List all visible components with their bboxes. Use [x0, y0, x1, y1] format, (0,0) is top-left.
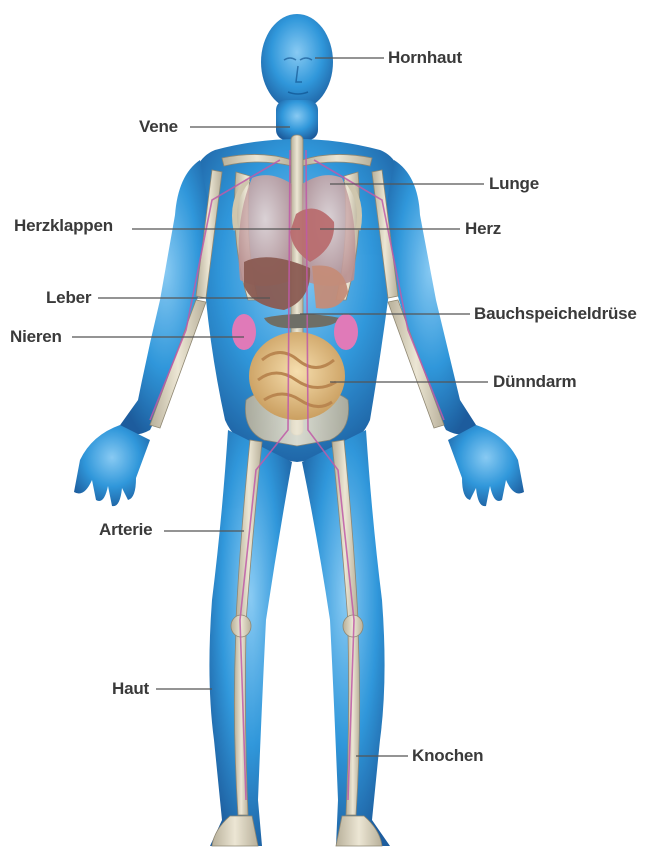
label-knochen: Knochen — [412, 746, 483, 766]
label-leber: Leber — [46, 288, 91, 308]
label-arterie: Arterie — [99, 520, 152, 540]
label-vene: Vene — [139, 117, 178, 137]
label-nieren: Nieren — [10, 327, 62, 347]
label-lunge: Lunge — [489, 174, 539, 194]
label-hornhaut: Hornhaut — [388, 48, 462, 68]
label-herzklappen: Herzklappen — [14, 216, 113, 236]
label-herz: Herz — [465, 219, 501, 239]
label-haut: Haut — [112, 679, 149, 699]
label-bauchspeicheldruese: Bauchspeicheldrüse — [474, 304, 637, 324]
label-duenndarm: Dünndarm — [493, 372, 576, 392]
